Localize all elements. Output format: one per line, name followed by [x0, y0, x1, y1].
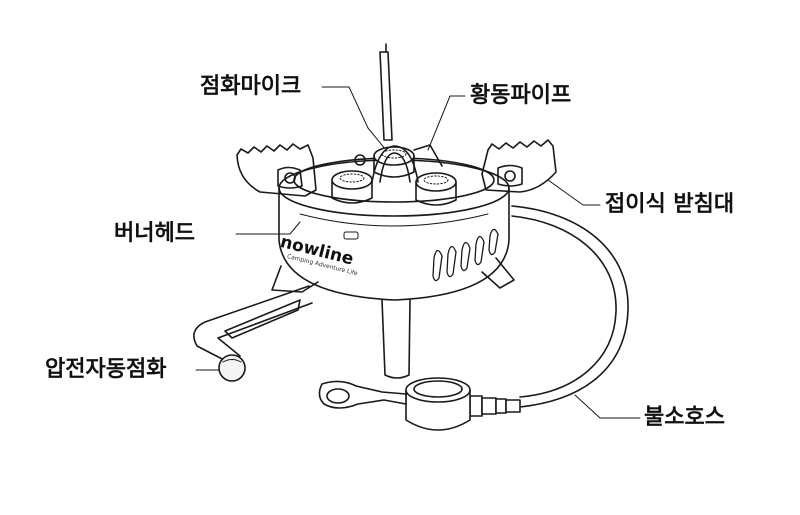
brass-pipe — [371, 144, 443, 183]
label-brass-pipe: 황동파이프 — [470, 83, 572, 108]
label-ignition-needle: 점화마이크 — [200, 74, 302, 99]
leader-burner-head — [235, 221, 301, 235]
folding-pot-support-right — [481, 139, 557, 193]
ignition-needle — [354, 43, 393, 166]
leader-pot-support — [547, 179, 601, 206]
burner-head-right — [415, 172, 457, 206]
leader-brass-pipe — [427, 95, 466, 151]
gas-regulator — [405, 377, 471, 431]
label-gas-hose: 불소호스 — [644, 405, 725, 430]
gas-hose — [511, 205, 629, 408]
label-piezo-ignition: 압전자동점화 — [45, 357, 167, 382]
leader-ignition-needle — [321, 86, 387, 151]
hose-connector — [469, 395, 521, 417]
valve-handle — [318, 380, 407, 409]
label-burner-head: 버너헤드 — [114, 221, 195, 246]
vent-slots — [432, 228, 499, 282]
leader-gas-hose — [574, 394, 641, 419]
stove-legs — [271, 257, 515, 379]
burner-indicator — [343, 231, 359, 240]
piezo-button — [218, 354, 246, 382]
label-folding-pot-support: 접이식 받침대 — [605, 192, 735, 217]
